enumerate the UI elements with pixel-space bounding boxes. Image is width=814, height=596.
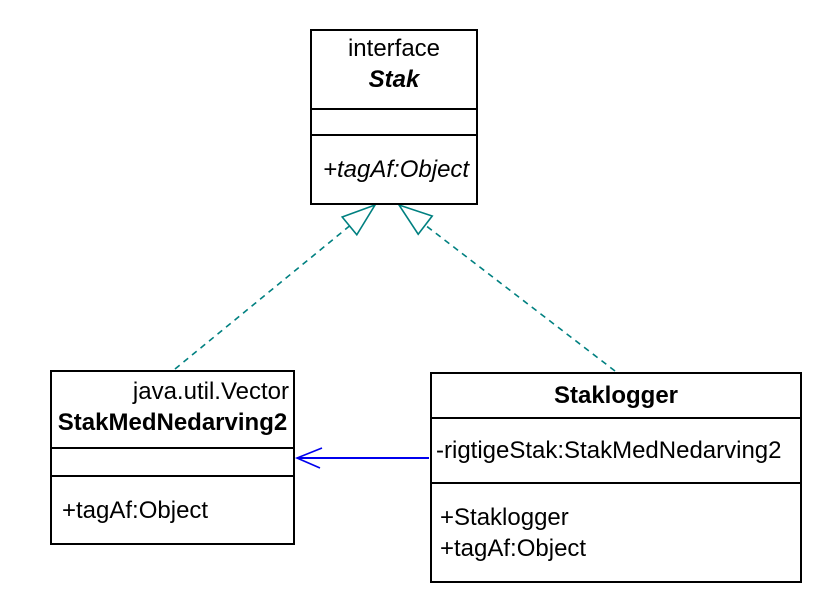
name-compartment: interface Stak bbox=[312, 31, 476, 108]
attribute-line: -rigtigeStak:StakMedNedarving2 bbox=[436, 437, 782, 464]
class-box-staklogger[interactable]: Staklogger -rigtigeStak:StakMedNedarving… bbox=[430, 372, 802, 583]
stereotype-label: interface bbox=[347, 35, 441, 62]
realization-triangle-icon-left bbox=[340, 203, 377, 237]
association-open-arrowhead-icon bbox=[294, 447, 323, 469]
attributes-compartment: -rigtigeStak:StakMedNedarving2 bbox=[432, 417, 800, 482]
method-line: +tagAf:Object bbox=[323, 156, 470, 183]
attributes-compartment-empty bbox=[52, 447, 293, 475]
name-compartment: Staklogger bbox=[432, 374, 800, 417]
superclass-label: java.util.Vector bbox=[132, 378, 289, 405]
realization-edge-staklogger-to-stak[interactable] bbox=[397, 203, 616, 372]
methods-compartment: +Staklogger +tagAf:Object bbox=[432, 482, 800, 581]
method-line: +Staklogger bbox=[440, 503, 569, 531]
realization-triangle-icon-right bbox=[397, 203, 434, 236]
interface-name-label: Stak bbox=[368, 66, 420, 93]
method-line: +tagAf:Object bbox=[62, 496, 209, 524]
class-box-stakmednedarving2[interactable]: java.util.Vector StakMedNedarving2 +tagA… bbox=[50, 370, 295, 545]
attributes-compartment-empty bbox=[312, 108, 476, 134]
methods-compartment: +tagAf:Object bbox=[312, 134, 476, 203]
class-box-stak-interface[interactable]: interface Stak +tagAf:Object bbox=[310, 29, 478, 205]
methods-compartment: +tagAf:Object bbox=[52, 475, 293, 543]
class-name-label: StakMedNedarving2 bbox=[57, 409, 288, 436]
realization-edge-stakmednedarving2-to-stak[interactable] bbox=[174, 203, 377, 370]
realization-dashed-line-left[interactable] bbox=[174, 225, 351, 370]
realization-dashed-line-right[interactable] bbox=[424, 224, 616, 372]
association-edge-staklogger-to-stakmednedarving2[interactable] bbox=[294, 447, 429, 469]
method-line: +tagAf:Object bbox=[440, 534, 587, 562]
name-compartment: java.util.Vector StakMedNedarving2 bbox=[52, 372, 293, 447]
class-name-label: Staklogger bbox=[553, 382, 679, 409]
